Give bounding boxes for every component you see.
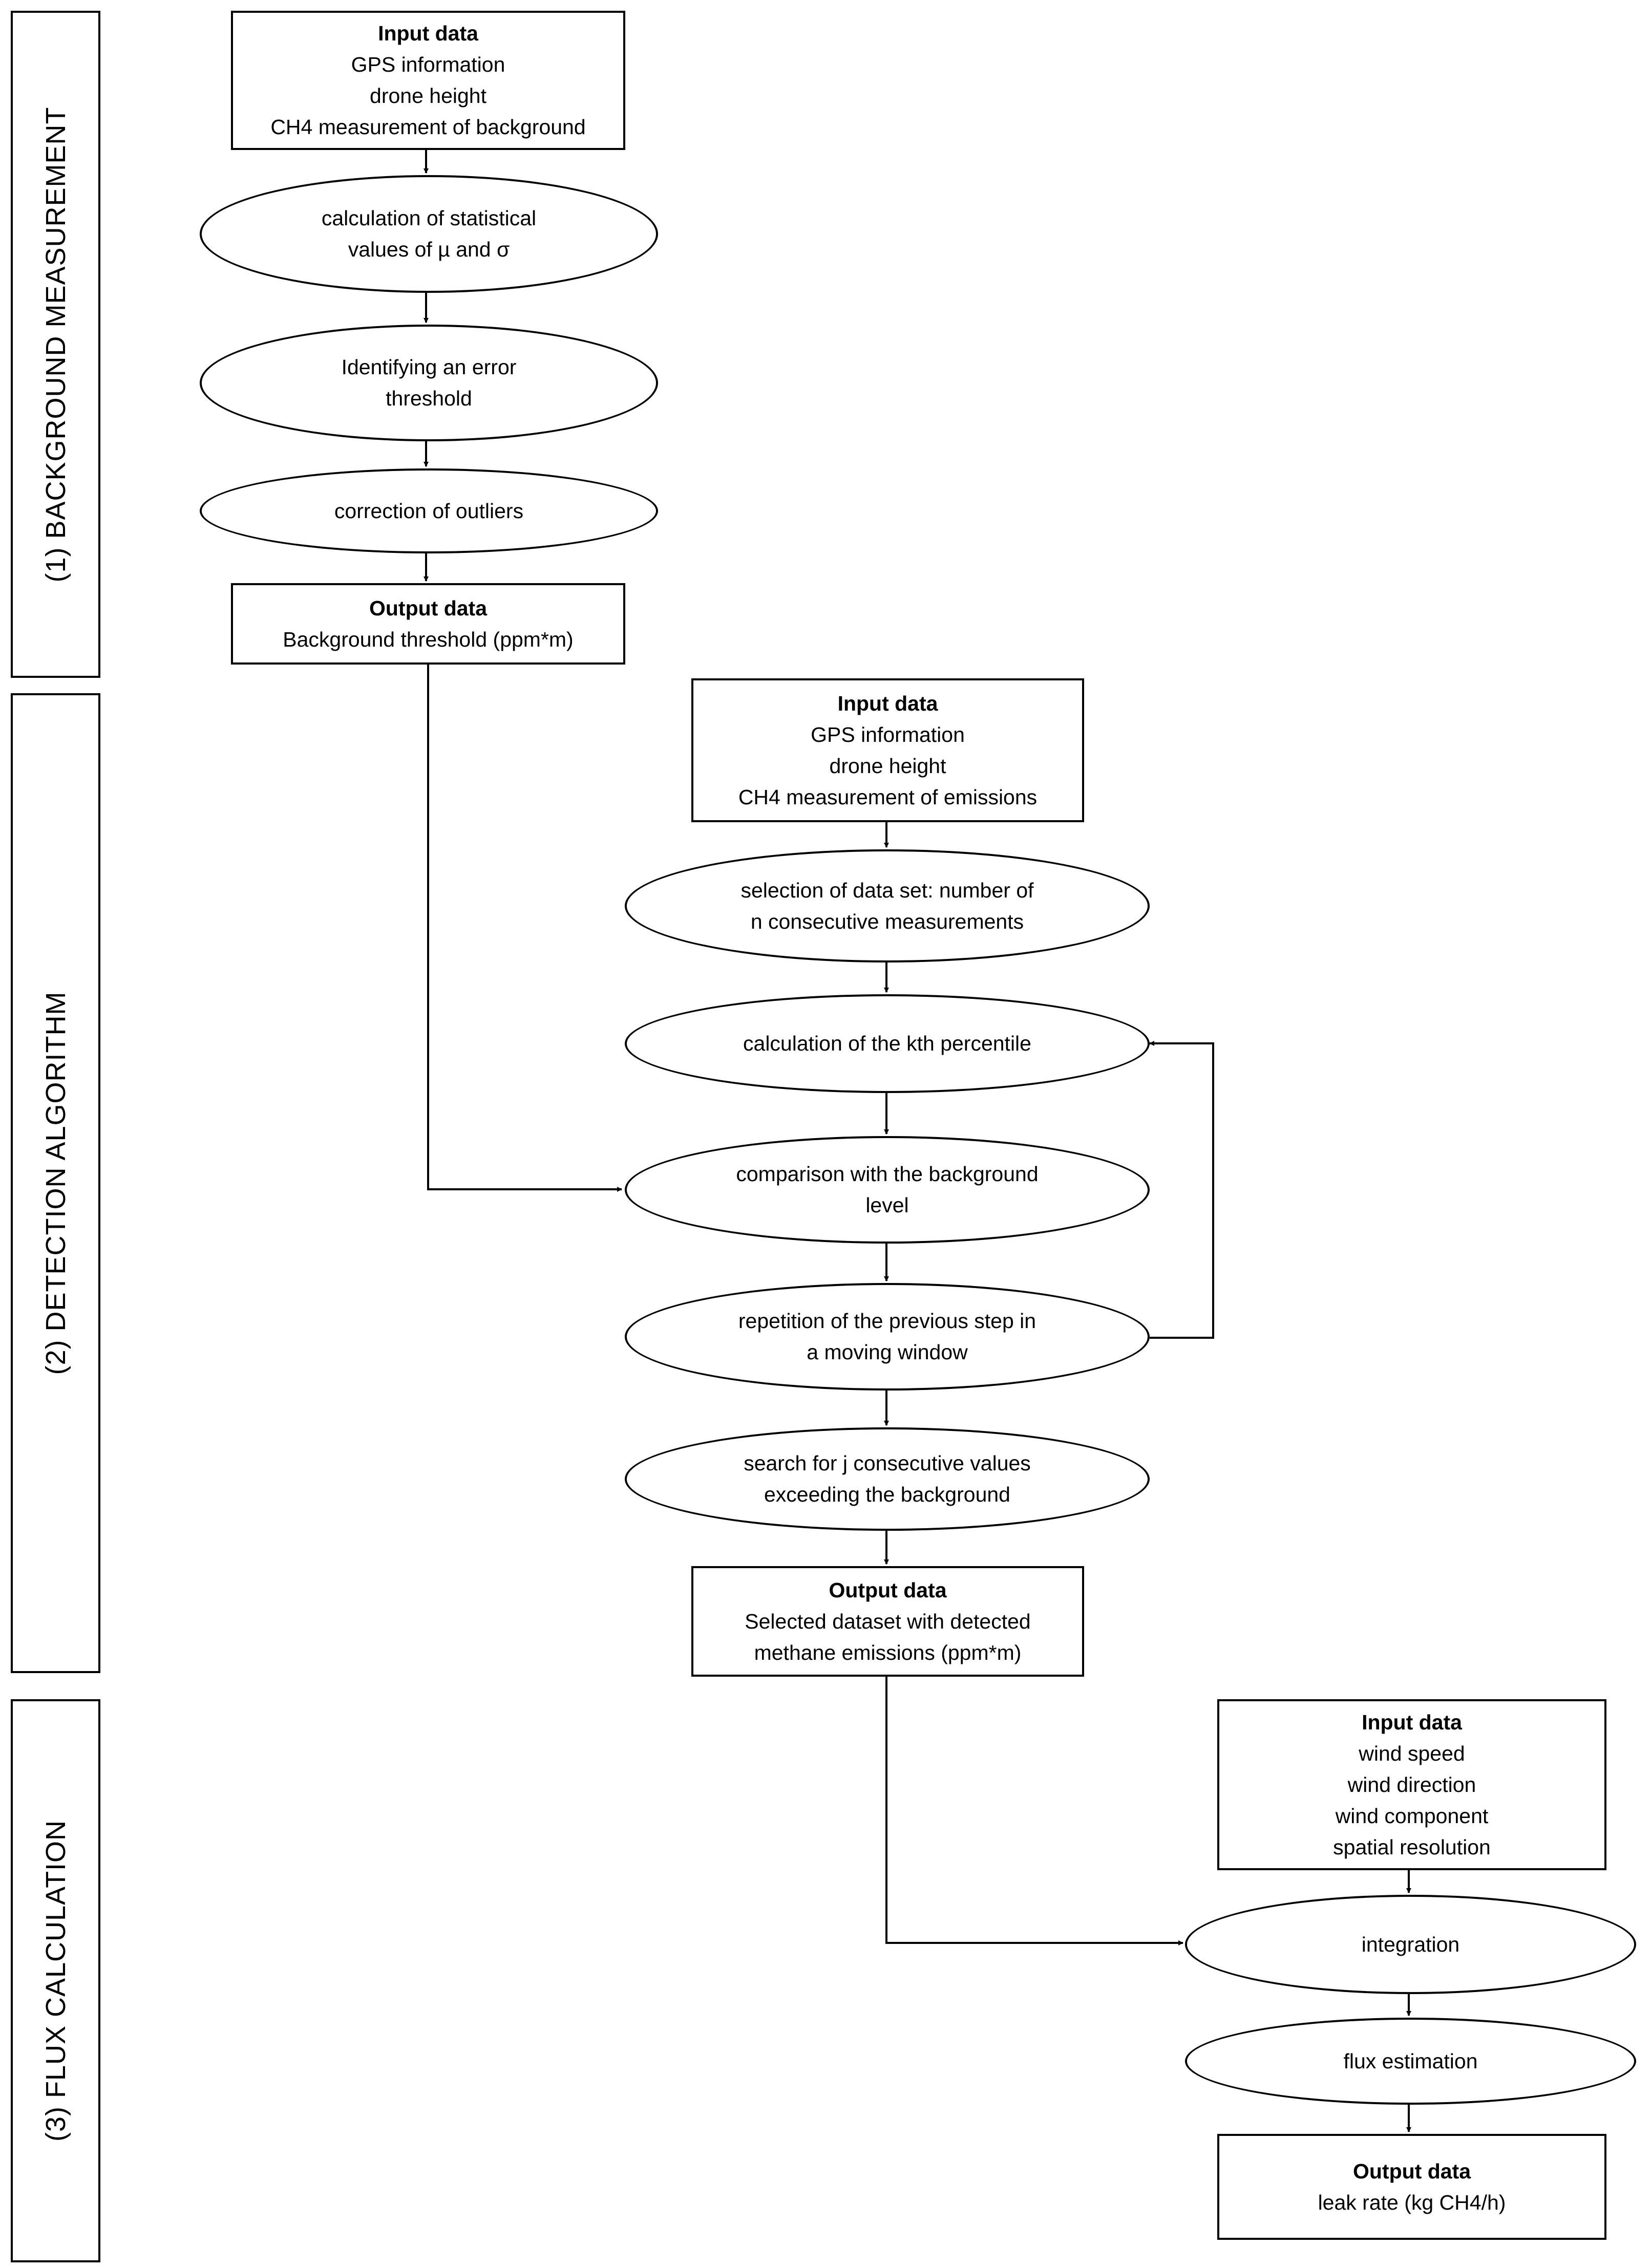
step-line: values of µ and σ [348, 238, 510, 261]
s1-input-box: Input data GPS information drone height … [231, 11, 625, 150]
box-line: wind component [1335, 1804, 1489, 1828]
step-line: threshold [386, 387, 472, 410]
box-title: Output data [1352, 2159, 1471, 2183]
arrow-s2-output-to-s3-step1 [885, 1677, 1183, 1945]
box-line: Background threshold (ppm*m) [283, 627, 574, 651]
step-line: correction of outliers [334, 499, 524, 523]
step-line: exceeding the background [764, 1483, 1010, 1506]
section-background-measurement: (1) BACKGROUND MEASUREMENT [11, 11, 100, 678]
s3-output-box: Output data leak rate (kg CH4/h) [1217, 2134, 1606, 2240]
s2-step-percentile: calculation of the kth percentile [625, 994, 1150, 1093]
step-line: calculation of statistical [321, 206, 537, 230]
s3-step-flux-estimation: flux estimation [1185, 2018, 1636, 2105]
box-line: wind speed [1359, 1741, 1465, 1765]
s2-input-box: Input data GPS information drone height … [691, 678, 1084, 822]
s1-step-statistics: calculation of statistical values of µ a… [200, 175, 658, 293]
step-line: selection of data set: number of [740, 878, 1034, 902]
box-title: Input data [1362, 1710, 1462, 1734]
step-line: flux estimation [1343, 2049, 1478, 2073]
section-detection-algorithm: (2) DETECTION ALGORITHM [11, 693, 100, 1673]
s3-input-box: Input data wind speed wind direction win… [1217, 1699, 1606, 1870]
box-title: Output data [369, 596, 488, 620]
box-line: drone height [370, 84, 486, 108]
box-line: wind direction [1347, 1772, 1476, 1796]
box-title: Input data [837, 691, 938, 715]
step-line: integration [1361, 1932, 1460, 1956]
box-line: CH4 measurement of emissions [738, 785, 1038, 809]
s1-step-error-threshold: Identifying an error threshold [200, 325, 658, 441]
section-label: (2) DETECTION ALGORITHM [40, 991, 71, 1375]
section-flux-calculation: (3) FLUX CALCULATION [11, 1699, 100, 2262]
step-line: search for j consecutive values [744, 1451, 1031, 1475]
arrow-s2-loop-back [1149, 1041, 1214, 1339]
s2-step-comparison: comparison with the background level [625, 1136, 1150, 1244]
box-line: GPS information [811, 722, 965, 746]
step-line: repetition of the previous step in [738, 1309, 1036, 1333]
box-title: Input data [378, 22, 478, 45]
box-title: Output data [829, 1578, 947, 1602]
section-label: (3) FLUX CALCULATION [40, 1820, 71, 2142]
box-line: drone height [829, 754, 946, 778]
s2-step-search: search for j consecutive values exceedin… [625, 1427, 1150, 1531]
step-line: a moving window [807, 1340, 968, 1364]
s1-step-outliers: correction of outliers [200, 468, 658, 553]
s2-step-data-selection: selection of data set: number of n conse… [625, 849, 1150, 962]
step-line: calculation of the kth percentile [743, 1032, 1031, 1055]
s3-step-integration: integration [1185, 1895, 1636, 1994]
box-line: leak rate (kg CH4/h) [1318, 2190, 1506, 2214]
box-line: methane emissions (ppm*m) [754, 1640, 1022, 1664]
step-line: Identifying an error [341, 355, 517, 379]
box-line: Selected dataset with detected [745, 1609, 1031, 1633]
s1-output-box: Output data Background threshold (ppm*m) [231, 583, 625, 665]
section-label: (1) BACKGROUND MEASUREMENT [40, 106, 71, 583]
box-line: CH4 measurement of background [270, 115, 586, 139]
s2-step-repetition: repetition of the previous step in a mov… [625, 1283, 1150, 1390]
box-line: GPS information [351, 53, 505, 76]
arrow-s1-output-to-s2-step3 [427, 665, 622, 1192]
step-line: comparison with the background [736, 1162, 1039, 1186]
box-line: spatial resolution [1333, 1835, 1491, 1859]
s2-output-box: Output data Selected dataset with detect… [691, 1566, 1084, 1677]
step-line: level [865, 1193, 909, 1217]
step-line: n consecutive measurements [750, 909, 1024, 933]
